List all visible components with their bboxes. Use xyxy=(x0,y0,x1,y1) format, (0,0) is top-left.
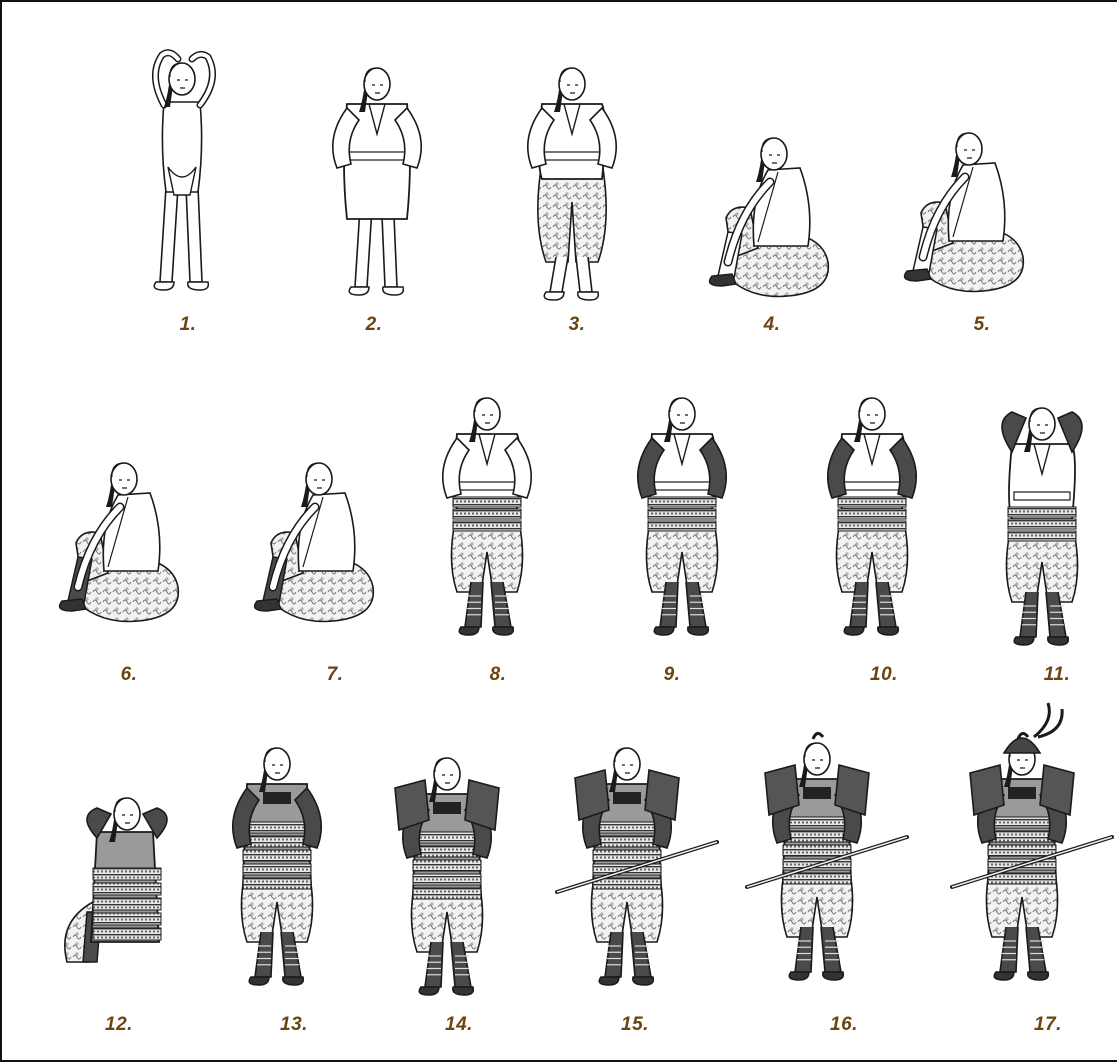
figure-body xyxy=(395,758,499,995)
figure-body xyxy=(60,463,179,622)
stage-number-label: 7. xyxy=(327,664,344,686)
figure-stage-10 xyxy=(812,372,952,642)
stage-number-label: 13. xyxy=(280,1014,308,1036)
figure-stage-6 xyxy=(52,457,202,627)
stage-number-label: 17. xyxy=(1034,1014,1062,1036)
stage-number-label: 6. xyxy=(121,664,138,686)
stage-number-label: 10. xyxy=(870,664,898,686)
samurai-illustration xyxy=(897,127,1047,297)
samurai-illustration xyxy=(387,732,527,1002)
figure-body xyxy=(747,733,907,980)
stage-number-label: 4. xyxy=(764,314,781,336)
figure-body xyxy=(233,748,321,985)
figure-body xyxy=(905,133,1024,292)
figure-stage-5 xyxy=(897,127,1047,297)
stage-number-label: 2. xyxy=(366,314,383,336)
figure-body xyxy=(710,138,829,297)
samurai-illustration xyxy=(122,37,262,307)
stage-number-label: 5. xyxy=(974,314,991,336)
samurai-illustration xyxy=(702,132,852,302)
samurai-illustration xyxy=(427,372,567,642)
samurai-illustration xyxy=(962,717,1102,987)
figure-stage-17 xyxy=(962,717,1102,987)
stage-number-label: 9. xyxy=(664,664,681,686)
figure-stage-13 xyxy=(217,722,357,992)
samurai-illustration xyxy=(567,722,707,992)
figure-stage-15 xyxy=(567,722,707,992)
figure-body xyxy=(528,68,616,300)
stage-number-label: 8. xyxy=(490,664,507,686)
figure-stage-16 xyxy=(757,717,897,987)
figure-stage-1 xyxy=(122,37,262,307)
figure-stage-12 xyxy=(52,802,192,992)
figure-body xyxy=(952,703,1112,980)
figure-body xyxy=(828,398,916,635)
figure-stage-4 xyxy=(702,132,852,302)
figure-body xyxy=(557,748,717,985)
stage-number-label: 12. xyxy=(105,1014,133,1036)
figure-body xyxy=(333,68,421,295)
samurai-illustration xyxy=(217,722,357,992)
figure-stage-7 xyxy=(247,457,397,627)
samurai-illustration xyxy=(757,717,897,987)
stage-number-label: 14. xyxy=(445,1014,473,1036)
samurai-illustration xyxy=(512,42,652,312)
stage-number-label: 1. xyxy=(180,314,197,336)
samurai-illustration xyxy=(812,372,952,642)
stage-number-label: 3. xyxy=(569,314,586,336)
figure-body xyxy=(65,798,167,962)
figure-body xyxy=(154,53,212,290)
samurai-illustration xyxy=(52,802,192,992)
stage-number-label: 16. xyxy=(830,1014,858,1036)
figure-stage-3 xyxy=(512,42,652,312)
figure-stage-14 xyxy=(387,732,527,1002)
samurai-illustration xyxy=(52,457,202,627)
samurai-illustration xyxy=(317,42,457,312)
figure-stage-2 xyxy=(317,42,457,312)
figure-stage-8 xyxy=(427,372,567,642)
figure-body xyxy=(1002,408,1082,645)
figure-stage-9 xyxy=(622,372,762,642)
figure-body xyxy=(443,398,531,635)
figure-body xyxy=(638,398,726,635)
figure-body xyxy=(255,463,374,622)
figure-stage-11 xyxy=(982,382,1117,652)
samurai-illustration xyxy=(982,382,1117,652)
stage-number-label: 15. xyxy=(621,1014,649,1036)
samurai-illustration xyxy=(622,372,762,642)
stage-number-label: 11. xyxy=(1044,664,1071,686)
samurai-illustration xyxy=(247,457,397,627)
